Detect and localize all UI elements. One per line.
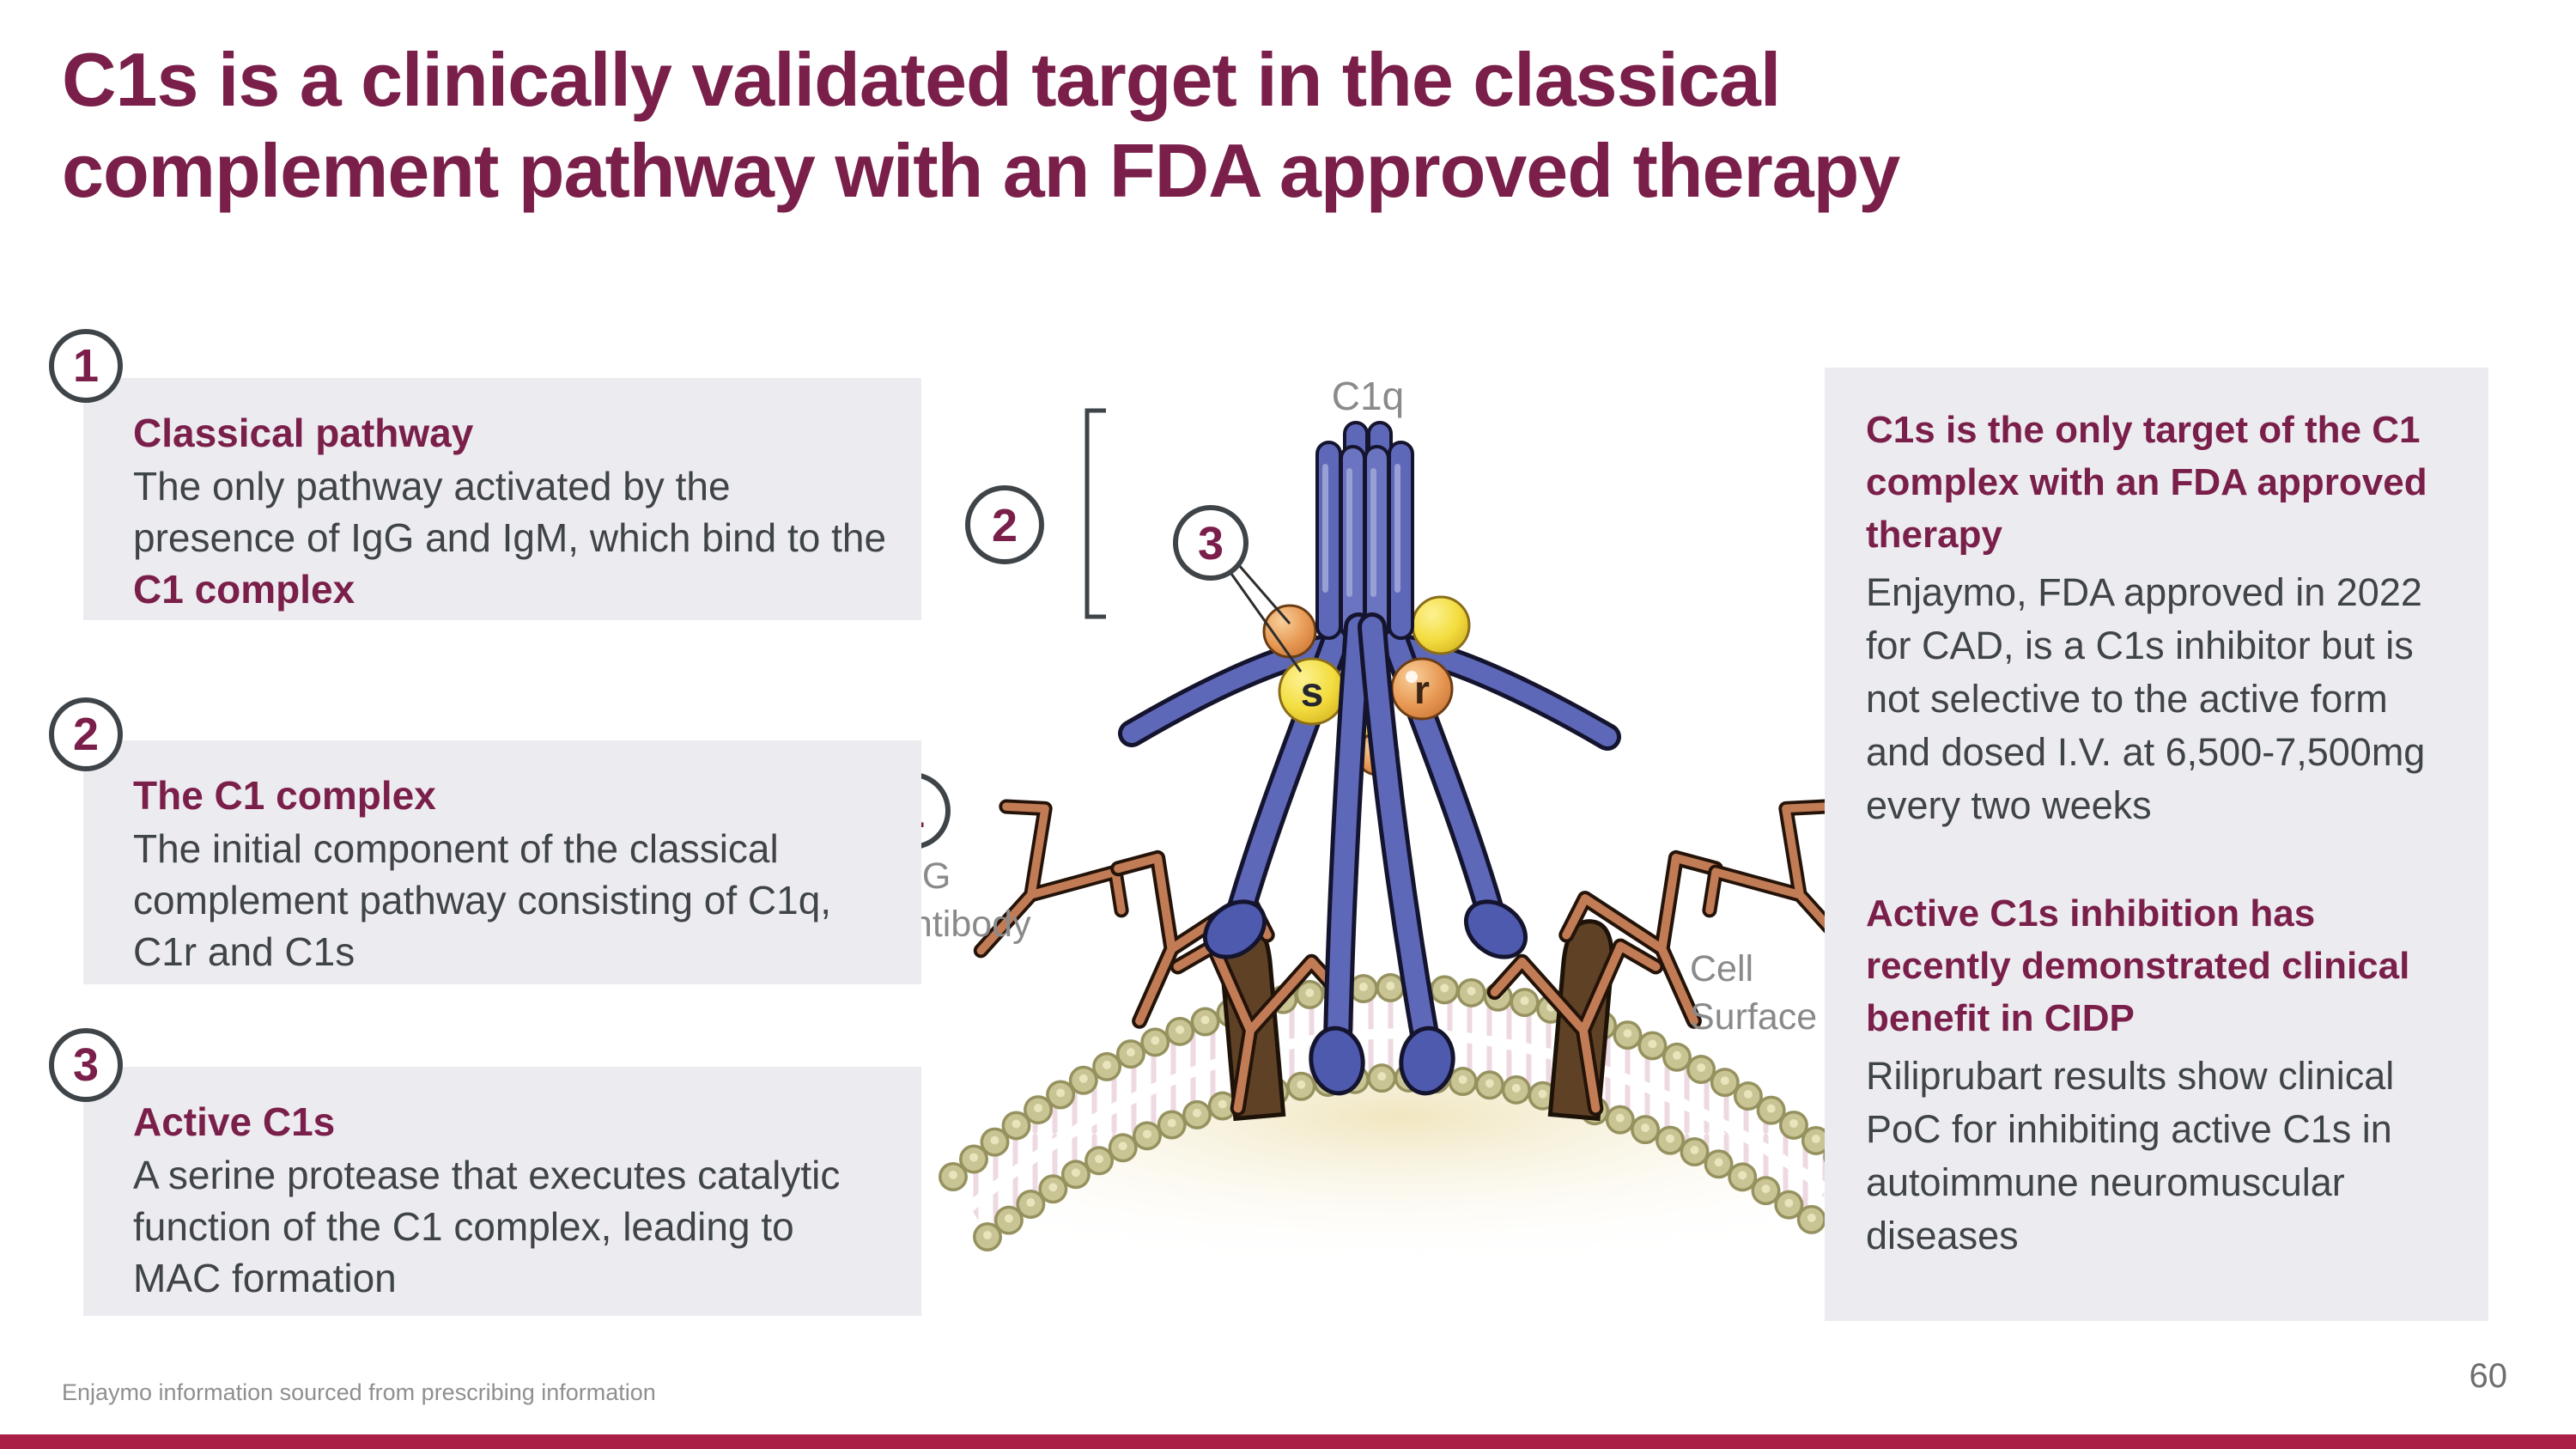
footnote: Enjaymo information sourced from prescri…	[62, 1379, 656, 1405]
card-heading: The C1 complex	[133, 773, 436, 818]
pointer-line	[1230, 573, 1303, 673]
card-c1-complex: The C1 complex The initial component of …	[83, 740, 921, 984]
igg-antibody	[923, 788, 1138, 1002]
page-number: 60	[2469, 1357, 2508, 1395]
title-line-2: complement pathway with an FDA approved …	[62, 128, 1900, 213]
c1-back-sphere-yellow	[1411, 595, 1471, 655]
c1q-arm-bulb	[1463, 899, 1528, 959]
right-panel-heading-2: Active C1s inhibition has recently demon…	[1866, 892, 2410, 1039]
pointer-line	[1236, 563, 1291, 624]
c1q-arm-bulb	[1309, 1026, 1365, 1096]
c1q-stalk	[1315, 421, 1414, 640]
step-badge-1: 1	[49, 329, 123, 403]
c1s-letter: s	[1301, 670, 1324, 715]
title-line-1: C1s is a clinically validated target in …	[62, 37, 1781, 122]
marker-2-number: 2	[992, 500, 1018, 551]
right-panel-body-2: Riliprubart results show clinical PoC fo…	[1866, 1054, 2395, 1257]
right-panel-body-1: Enjaymo, FDA approved in 2022 for CAD, i…	[1866, 570, 2426, 827]
right-panel-heading-1: C1s is the only target of the C1 complex…	[1866, 409, 2427, 556]
bracket	[1084, 408, 1106, 619]
marker-circle-3: 3	[1173, 505, 1303, 673]
c1q-wing-right	[1386, 636, 1617, 746]
c1q-arm	[1327, 617, 1369, 1050]
card-classical-pathway: Classical pathway The only pathway activ…	[83, 378, 921, 620]
cell-membrane	[939, 973, 1838, 1251]
card-heading: Active C1s	[133, 1099, 336, 1144]
c1q-arm-bulb	[1202, 899, 1267, 959]
step-badge-3-number: 3	[72, 1039, 100, 1091]
card-body: The initial component of the classical c…	[133, 823, 887, 977]
card-body: The only pathway activated by the presen…	[133, 460, 887, 615]
c1q-label: C1q	[1332, 374, 1404, 418]
cell-surface-label-line2: Surface	[1690, 996, 1817, 1038]
page-title: C1s is a clinically validated target in …	[62, 34, 2260, 216]
card-body-text: The only pathway activated by the presen…	[133, 464, 887, 560]
marker-3-number: 3	[1198, 518, 1224, 569]
card-body-text: The initial component of the classical c…	[133, 826, 832, 974]
c1r-sphere-highlight	[1406, 671, 1418, 683]
c1q-wing-left	[1122, 636, 1345, 743]
bottom-accent-bar	[0, 1434, 2576, 1449]
step-badge-3: 3	[49, 1028, 123, 1102]
c1-complex: s r	[1118, 421, 1621, 1096]
card-body-highlight: C1 complex	[133, 567, 355, 612]
card-body: A serine protease that executes catalyti…	[133, 1149, 887, 1304]
cell-surface-label-line1: Cell	[1690, 948, 1753, 989]
c1q-arm	[1230, 612, 1352, 921]
right-panel: C1s is the only target of the C1 complex…	[1825, 368, 2488, 1321]
c1-complex-diagram: s r 2 3 1 C1q IgG antibody Cell Surface	[873, 374, 1838, 1271]
step-badge-2-number: 2	[72, 709, 100, 760]
step-badge-2: 2	[49, 697, 123, 771]
c1q-arm-bulb	[1399, 1026, 1455, 1096]
card-heading: Classical pathway	[133, 411, 474, 455]
c1r-letter: r	[1414, 667, 1430, 712]
c1q-arm	[1362, 617, 1436, 1050]
card-active-c1s: Active C1s A serine protease that execut…	[83, 1067, 921, 1316]
step-badge-1-number: 1	[72, 340, 100, 392]
marker-circle-2: 2	[965, 485, 1044, 564]
card-body-text: A serine protease that executes catalyti…	[133, 1153, 841, 1300]
c1q-arm	[1378, 612, 1500, 921]
